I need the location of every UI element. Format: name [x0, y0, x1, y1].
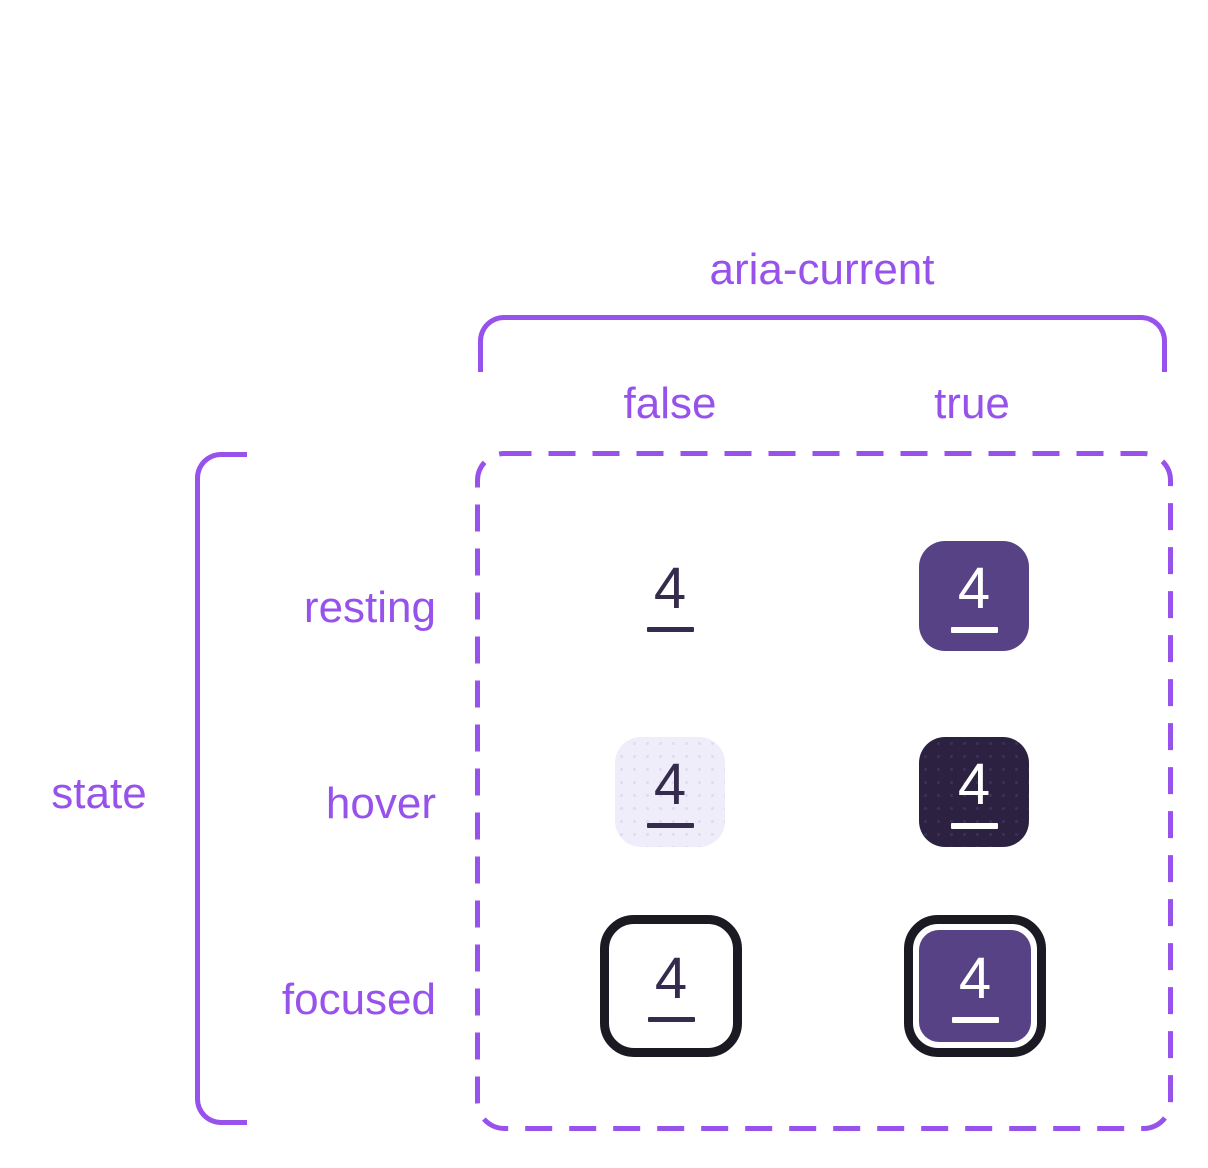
page-number-underline [951, 1016, 999, 1023]
column-axis-bracket [478, 315, 1167, 372]
focused-current-inner-square: 4 [919, 930, 1031, 1042]
page-number: 4 [950, 751, 998, 829]
pagination-item-hover-false[interactable]: 4 [615, 737, 725, 847]
row-axis-title: state [51, 769, 147, 818]
row-label-hover: hover [325, 779, 436, 828]
page-number-digit: 4 [958, 945, 992, 1011]
page-number: 4 [951, 945, 999, 1023]
column-label-false: false [623, 379, 717, 428]
row-axis-bracket [195, 452, 247, 1125]
pagination-item-hover-true[interactable]: 4 [919, 737, 1029, 847]
page-number-digit: 4 [654, 946, 688, 1011]
page-number-digit: 4 [957, 555, 991, 621]
page-number-underline [950, 626, 998, 633]
page-number-digit: 4 [653, 752, 687, 817]
page-number: 4 [646, 556, 694, 632]
row-label-resting: resting [303, 583, 436, 632]
page-number: 4 [647, 946, 695, 1022]
row-label-focused: focused [281, 975, 436, 1024]
pagination-item-focused-false[interactable]: 4 [600, 915, 742, 1057]
page-number-underline [646, 627, 694, 632]
page-number-underline [950, 822, 998, 829]
page-number: 4 [646, 752, 694, 828]
page-number-underline [647, 1017, 695, 1022]
page-number: 4 [950, 555, 998, 633]
column-axis-title: aria-current [709, 245, 935, 294]
column-label-true: true [934, 379, 1010, 428]
page-number-digit: 4 [957, 751, 991, 817]
pagination-item-resting-true[interactable]: 4 [919, 541, 1029, 651]
pagination-item-focused-true[interactable]: 4 [904, 915, 1046, 1057]
page-number-underline [646, 823, 694, 828]
pagination-item-resting-false[interactable]: 4 [610, 536, 730, 656]
matrix-grid-outline [475, 451, 1173, 1131]
page-number-digit: 4 [653, 556, 687, 621]
